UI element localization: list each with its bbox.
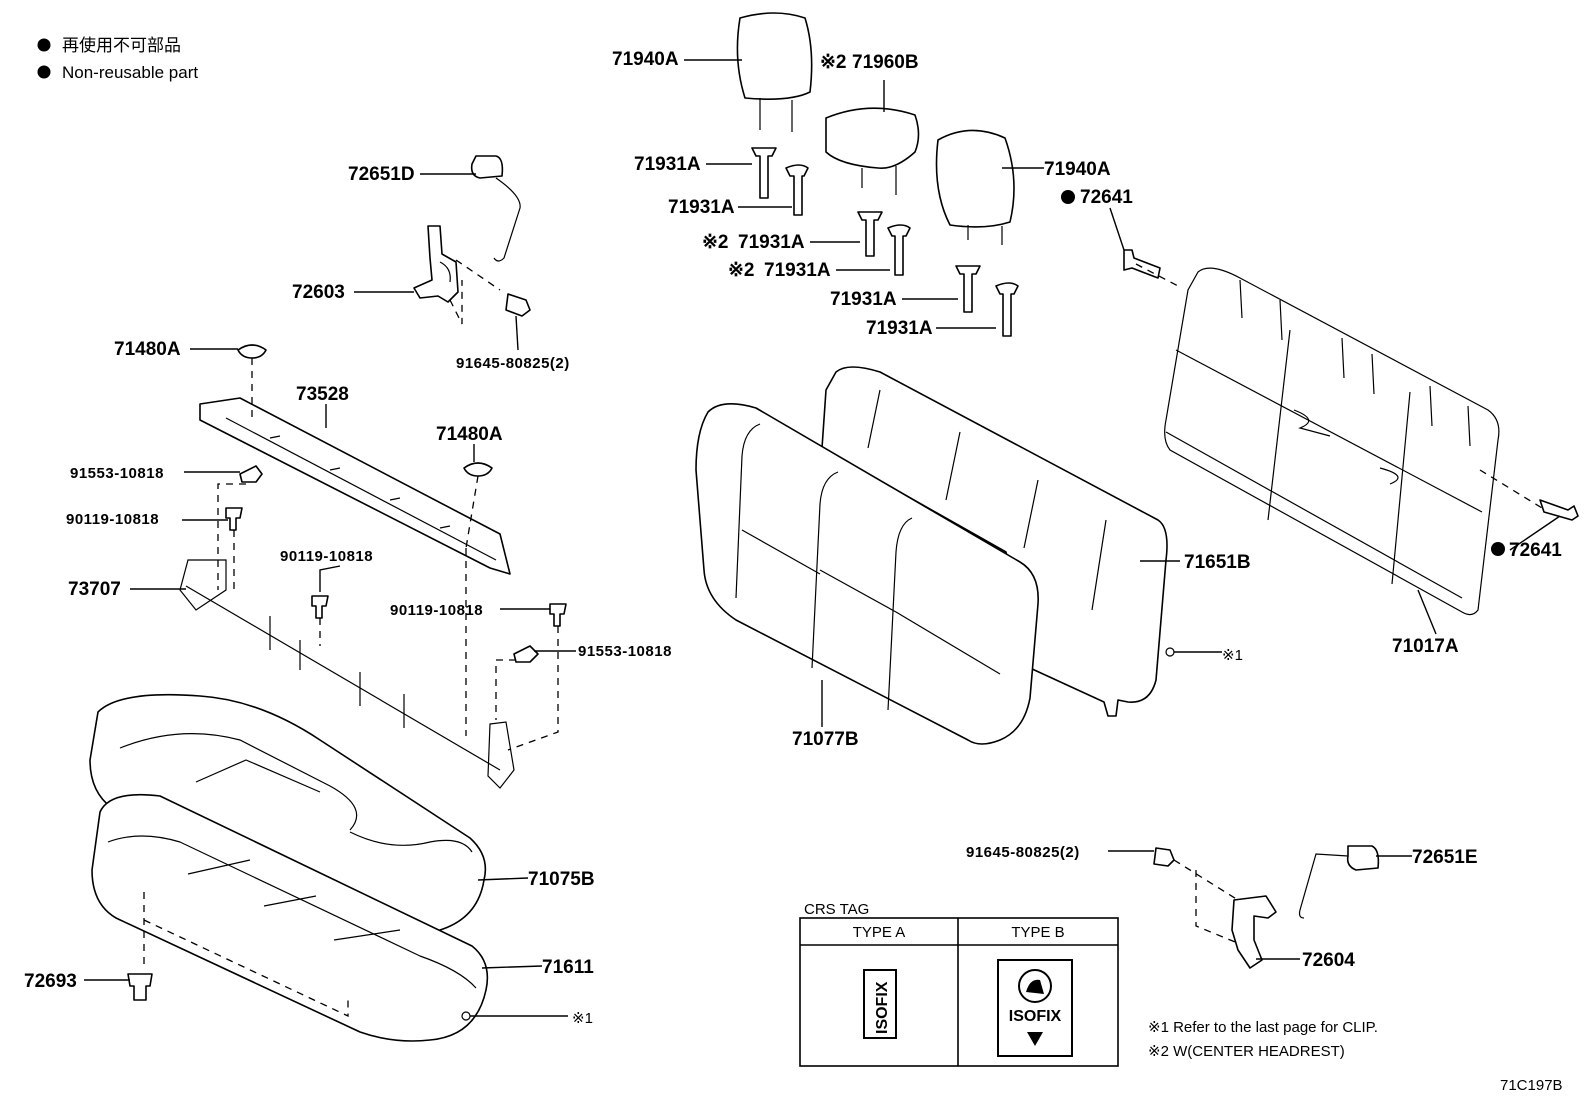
clip-mark-back: ※1	[1222, 647, 1243, 664]
seat-cushion-lower	[91, 793, 489, 1042]
legend-en: Non-reusable part	[62, 63, 198, 82]
legend: 再使用不可部品 Non-reusable part	[37, 35, 198, 82]
label-71480A-left: 71480A	[114, 339, 181, 360]
label-71931A-1: 71931A	[634, 154, 701, 175]
note-1: ※1 Refer to the last page for CLIP.	[1148, 1019, 1378, 1036]
isofix-a-text: ISOFIX	[874, 981, 891, 1034]
frame-bolts	[1123, 249, 1579, 521]
bolt-91645-bottom	[1153, 847, 1175, 867]
label-73528: 73528	[296, 384, 349, 405]
label-71940A-right: 71940A	[1044, 159, 1111, 180]
label-71651B: 71651B	[1184, 552, 1251, 573]
label-91645-top: 91645-80825(2)	[456, 355, 570, 372]
label-72651D: 72651D	[348, 164, 415, 185]
dashed-guide-lines	[143, 259, 1543, 1018]
non-reusable-dot-icon	[1491, 542, 1505, 556]
guide-72651D	[470, 155, 521, 262]
label-72651E: 72651E	[1412, 847, 1478, 868]
headrest-left	[736, 12, 813, 132]
figure-code: 71C197B	[1500, 1077, 1563, 1094]
non-reusable-dot-icon	[37, 65, 51, 79]
label-71931A-5: 71931A	[830, 289, 897, 310]
seat-back-front-pad	[695, 403, 1039, 745]
label-72641-bottom: 72641	[1509, 540, 1562, 561]
seat-back-rear-pad	[821, 366, 1168, 717]
clip-symbol-icon	[1165, 647, 1175, 657]
note-2: ※2 W(CENTER HEADREST)	[1148, 1043, 1345, 1060]
label-71611: 71611	[542, 957, 594, 978]
label-71075B: 71075B	[528, 869, 595, 890]
bracket-72604	[1231, 895, 1277, 969]
mark-71960B: ※2	[820, 52, 847, 73]
cushion-frame-73707	[179, 559, 515, 789]
seat-back-frame	[1164, 267, 1500, 616]
label-90119-a: 90119-10818	[66, 511, 159, 528]
leader-lines	[84, 59, 1561, 1017]
crs-type-b-header: TYPE B	[1011, 924, 1064, 941]
clip-symbol-icon	[461, 1011, 471, 1021]
bolt-91645-top	[505, 293, 531, 317]
label-91553-right: 91553-10818	[578, 643, 672, 660]
label-71017A: 71017A	[1392, 636, 1459, 657]
mark-71931A-4: ※2	[728, 260, 755, 281]
label-71931A-2: 71931A	[668, 197, 735, 218]
mark-71931A-3: ※2	[702, 232, 729, 253]
label-72603: 72603	[292, 282, 345, 303]
label-71480A-mid: 71480A	[436, 424, 503, 445]
label-72604: 72604	[1302, 950, 1355, 971]
guide-72651E	[1298, 845, 1380, 919]
label-91645-bottom: 91645-80825(2)	[966, 844, 1080, 861]
non-reusable-dot-icon	[1061, 190, 1075, 204]
down-arrow-icon	[1027, 1032, 1043, 1046]
headrest-center	[825, 107, 920, 195]
label-71931A-4: 71931A	[764, 260, 831, 281]
label-73707: 73707	[68, 579, 121, 600]
legend-jp: 再使用不可部品	[62, 35, 181, 55]
label-71940A-left: 71940A	[612, 49, 679, 70]
crs-type-a-header: TYPE A	[853, 924, 906, 941]
crs-tag-table: CRS TAG TYPE A TYPE B ISOFIX ISOFIX	[799, 901, 1119, 1067]
isofix-b-text: ISOFIX	[1009, 1008, 1062, 1025]
label-72693: 72693	[24, 971, 77, 992]
child-seat-glyph	[1026, 979, 1044, 994]
bracket-72603	[413, 225, 459, 303]
label-71077B: 71077B	[792, 729, 859, 750]
label-90119-c: 90119-10818	[390, 602, 483, 619]
label-72641-top: 72641	[1080, 187, 1133, 208]
clips-71480A	[237, 344, 493, 477]
part-labels: 71940A ※2 71960B 71931A 71931A ※2 71931A…	[24, 49, 1562, 1027]
label-71960B: 71960B	[852, 52, 919, 73]
crs-tag-title: CRS TAG	[804, 901, 869, 918]
label-90119-b: 90119-10818	[280, 548, 373, 565]
clip-mark-cushion: ※1	[572, 1010, 593, 1027]
isofix-tag-a	[863, 969, 897, 1039]
label-91553-left: 91553-10818	[70, 465, 164, 482]
panel-73528	[199, 397, 511, 575]
label-71931A-6: 71931A	[866, 318, 933, 339]
notes: ※1 Refer to the last page for CLIP. ※2 W…	[1148, 1019, 1563, 1094]
headrest-supports	[751, 147, 1019, 337]
label-71931A-3: 71931A	[738, 232, 805, 253]
non-reusable-dot-icon	[37, 38, 51, 52]
clip-72693	[127, 973, 153, 1001]
small-bolts	[225, 465, 567, 663]
headrest-right	[935, 129, 1015, 245]
